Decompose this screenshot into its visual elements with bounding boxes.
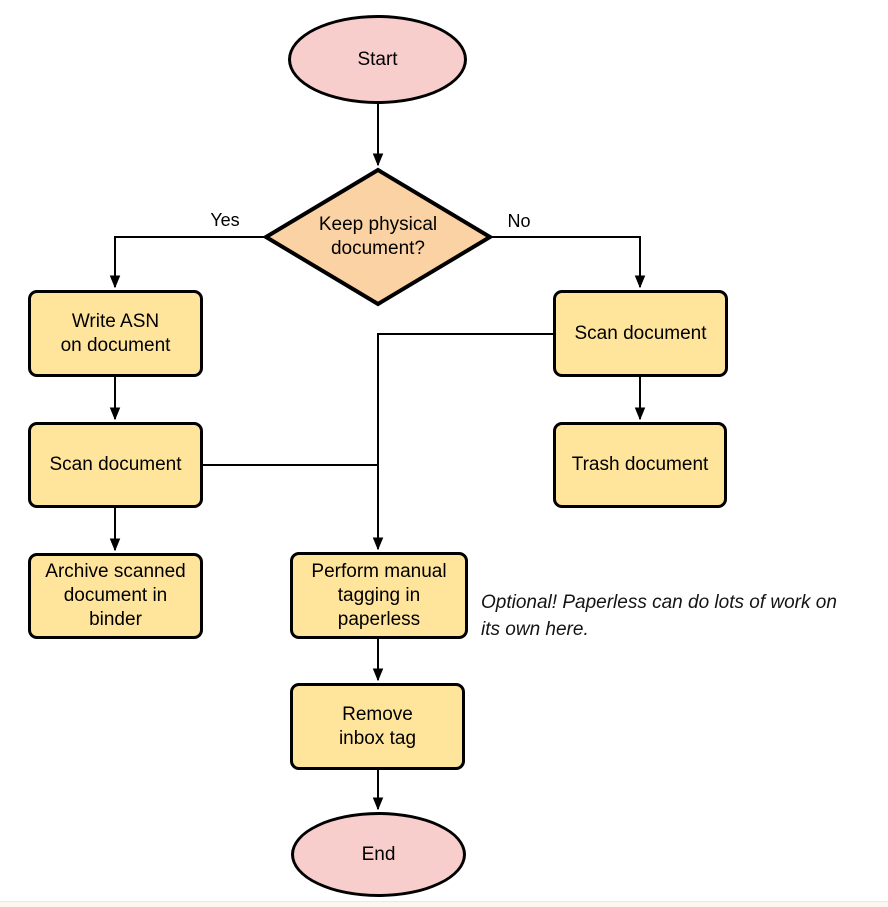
write-asn-node: Write ASN on document [28,290,203,377]
scan-document-right-label: Scan document [574,322,707,344]
write-asn-node-label: Write ASN on document [60,310,171,356]
manual-tagging-label: Perform manual tagging in paperless [311,560,447,630]
remove-inbox-tag-label: Remove inbox tag [338,703,417,749]
trash-document-node: Trash document [553,422,727,508]
optional-annotation: Optional! Paperless can do lots of work … [481,592,837,640]
edge-label-no: No [507,211,531,231]
edge-decision-to-scan-right [490,236,640,287]
bottom-strip [0,901,888,907]
archive-node-label: Archive scanned document in binder [45,561,186,630]
start-node: Start [288,15,467,104]
scan-document-left-node: Scan document [28,422,203,508]
start-node-label: Start [357,48,398,70]
archive-node: Archive scanned document in binder [28,553,203,639]
end-node: End [291,812,466,897]
remove-inbox-tag-node: Remove inbox tag [290,683,465,770]
scan-document-left-label: Scan document [49,454,182,475]
decision-node-shape [262,167,494,307]
decision-diamond [262,167,494,307]
end-node-label: End [361,843,396,865]
scan-document-right-node: Scan document [553,290,728,377]
edge-scan-right-to-tagging [378,333,553,549]
decision-node-label: Keep physical document? [318,214,438,259]
edge-label-yes: Yes [210,210,240,230]
trash-document-label: Trash document [571,454,709,475]
edge-decision-to-write-asn [115,236,266,287]
manual-tagging-node: Perform manual tagging in paperless [290,552,468,639]
